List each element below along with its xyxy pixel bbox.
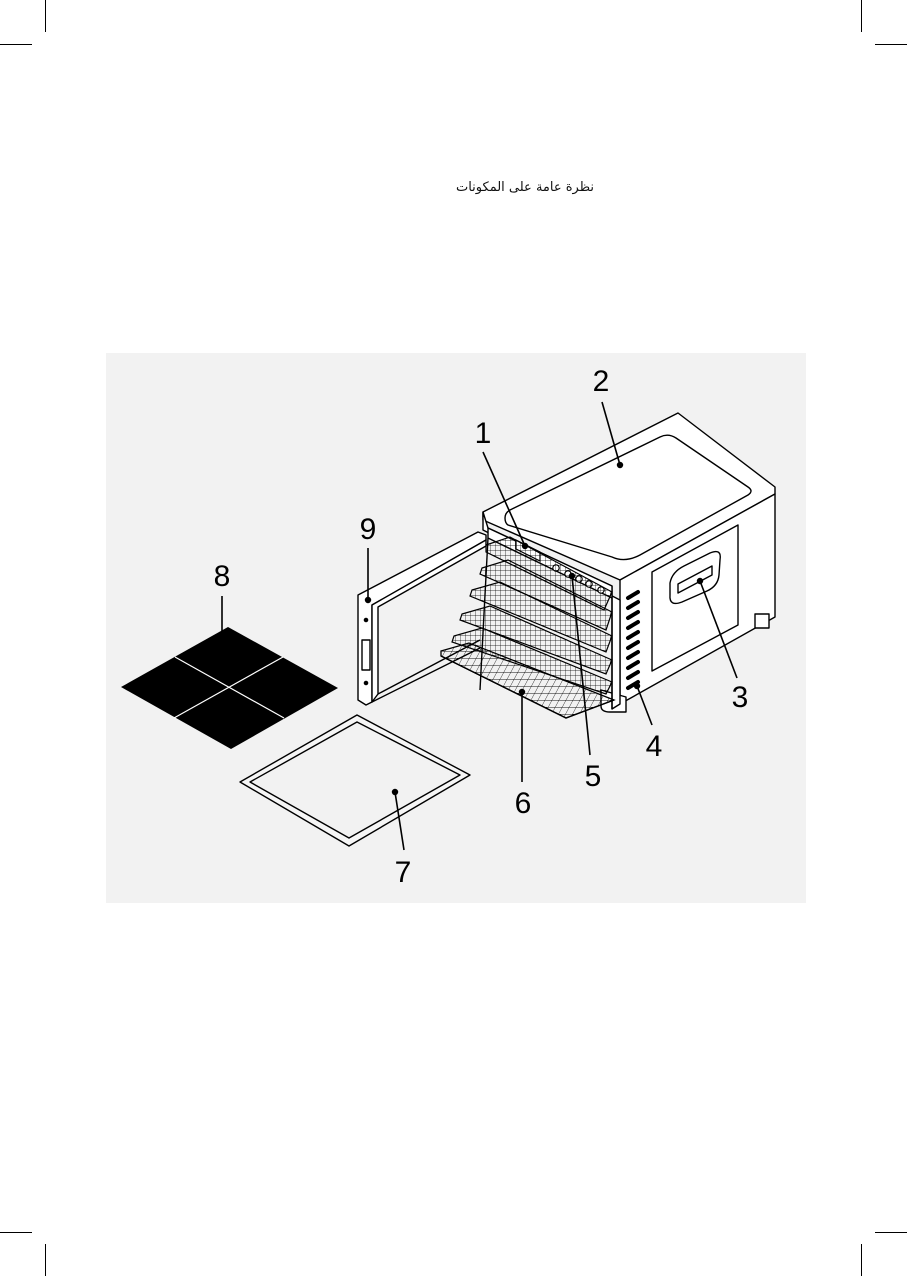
pointer-dot (520, 690, 525, 695)
callout-5: 5 (585, 760, 602, 793)
callout-9: 9 (360, 513, 377, 546)
callout-2: 2 (593, 365, 610, 398)
pointer-dot (366, 598, 371, 603)
pointer-dot (523, 544, 528, 549)
pointer-dot (570, 574, 575, 579)
pointer-dot (618, 463, 623, 468)
callout-4: 4 (646, 730, 663, 763)
pointer-dot (635, 684, 640, 689)
callout-7: 7 (395, 856, 412, 889)
pointer-dot (220, 643, 225, 648)
callout-3: 3 (732, 681, 749, 714)
non-stick-sheet (121, 627, 338, 749)
callout-6: 6 (515, 787, 532, 820)
pointer-dot (698, 579, 703, 584)
callout-1: 1 (475, 417, 492, 450)
drip-tray (240, 715, 470, 846)
pointer-dot (393, 790, 398, 795)
callout-8: 8 (214, 560, 231, 593)
